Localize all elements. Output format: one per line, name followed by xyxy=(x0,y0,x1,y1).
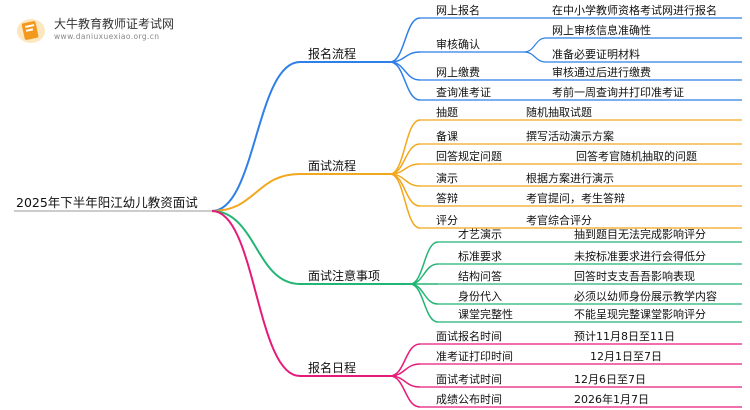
child-link xyxy=(409,241,439,285)
mindmap-nodes: 2025年下半年阳江幼儿教资面试报名流程网上报名在中小学教师资格考试网进行报名审… xyxy=(16,3,717,406)
child-link xyxy=(389,375,421,408)
detail-label: 必须以幼师身份展示教学内容 xyxy=(574,289,717,303)
detail-label: 审核通过后进行缴费 xyxy=(552,65,651,79)
child-label: 准考证打印时间 xyxy=(436,349,513,363)
detail-label: 网上审核信息准确性 xyxy=(552,23,651,37)
site-logo[interactable]: 大牛教育教师证考试网 www.daniuxuexiao.org.cn xyxy=(16,12,194,48)
child-label: 成绩公布时间 xyxy=(436,393,502,406)
child-link xyxy=(389,61,421,81)
detail-link xyxy=(523,37,547,53)
detail-label: 考官综合评分 xyxy=(526,213,592,227)
detail-label: 在中小学教师资格考试网进行报名 xyxy=(552,3,717,17)
detail-label: 回答考官随机抽取的问题 xyxy=(576,149,697,163)
child-label: 审核确认 xyxy=(436,37,480,51)
mindmap-links xyxy=(14,17,742,408)
book-icon xyxy=(17,19,45,43)
child-link xyxy=(389,61,421,101)
detail-label: 抽到题目无法完成影响评分 xyxy=(574,227,706,241)
child-label: 回答规定问题 xyxy=(436,149,502,163)
child-label: 结构问答 xyxy=(458,269,502,283)
detail-label: 回答时支支吾吾影响表现 xyxy=(574,269,695,283)
detail-label: 考前一周查询并打印准考证 xyxy=(552,85,684,99)
branch-1-label: 报名流程 xyxy=(308,46,356,61)
child-label: 查询准考证 xyxy=(436,85,491,99)
brand-name: 大牛教育教师证考试网 xyxy=(54,17,175,31)
detail-label: 随机抽取试题 xyxy=(526,105,592,119)
branch-link xyxy=(211,210,301,285)
child-label: 网上报名 xyxy=(436,3,480,17)
child-label: 演示 xyxy=(436,171,458,185)
brand-url: www.daniuxuexiao.org.cn xyxy=(54,32,160,41)
branch-2-label: 面试流程 xyxy=(308,158,356,173)
child-label: 备课 xyxy=(436,129,458,143)
detail-label: 不能呈现完整课堂影响评分 xyxy=(574,307,706,321)
detail-label: 12月1日至7日 xyxy=(590,350,662,363)
root-topic: 2025年下半年阳江幼儿教资面试 xyxy=(16,195,198,210)
detail-label: 12月6日至7日 xyxy=(574,373,646,386)
child-link xyxy=(409,263,439,285)
child-label: 课堂完整性 xyxy=(458,307,513,321)
branch-link xyxy=(211,61,301,212)
child-link xyxy=(389,119,421,175)
detail-label: 撰写活动演示方案 xyxy=(526,129,614,143)
child-label: 身份代入 xyxy=(458,289,502,303)
branch-link xyxy=(211,210,301,377)
detail-label: 2026年1月7日 xyxy=(574,392,649,406)
child-label: 面试报名时间 xyxy=(436,329,502,343)
child-link xyxy=(389,343,421,377)
child-label: 抽题 xyxy=(436,105,458,119)
child-label: 网上缴费 xyxy=(436,65,480,79)
child-label: 答辩 xyxy=(436,191,458,205)
detail-label: 根据方案进行演示 xyxy=(526,171,614,185)
branch-4-label: 报名日程 xyxy=(308,360,356,375)
child-label: 评分 xyxy=(436,214,458,227)
branch-3-label: 面试注意事项 xyxy=(308,268,380,283)
detail-label: 考官提问，考生答辩 xyxy=(526,191,625,205)
child-link xyxy=(409,283,439,323)
detail-label: 准备必要证明材料 xyxy=(552,47,640,61)
child-link xyxy=(389,173,421,229)
child-label: 标准要求 xyxy=(458,249,502,263)
child-link xyxy=(389,17,421,63)
branch-link xyxy=(211,173,301,212)
child-label: 才艺演示 xyxy=(458,227,502,241)
detail-label: 预计11月8日至11日 xyxy=(574,330,675,343)
detail-label: 未按标准要求进行会得低分 xyxy=(574,249,706,263)
child-label: 面试考试时间 xyxy=(436,373,502,386)
detail-link xyxy=(523,51,547,63)
